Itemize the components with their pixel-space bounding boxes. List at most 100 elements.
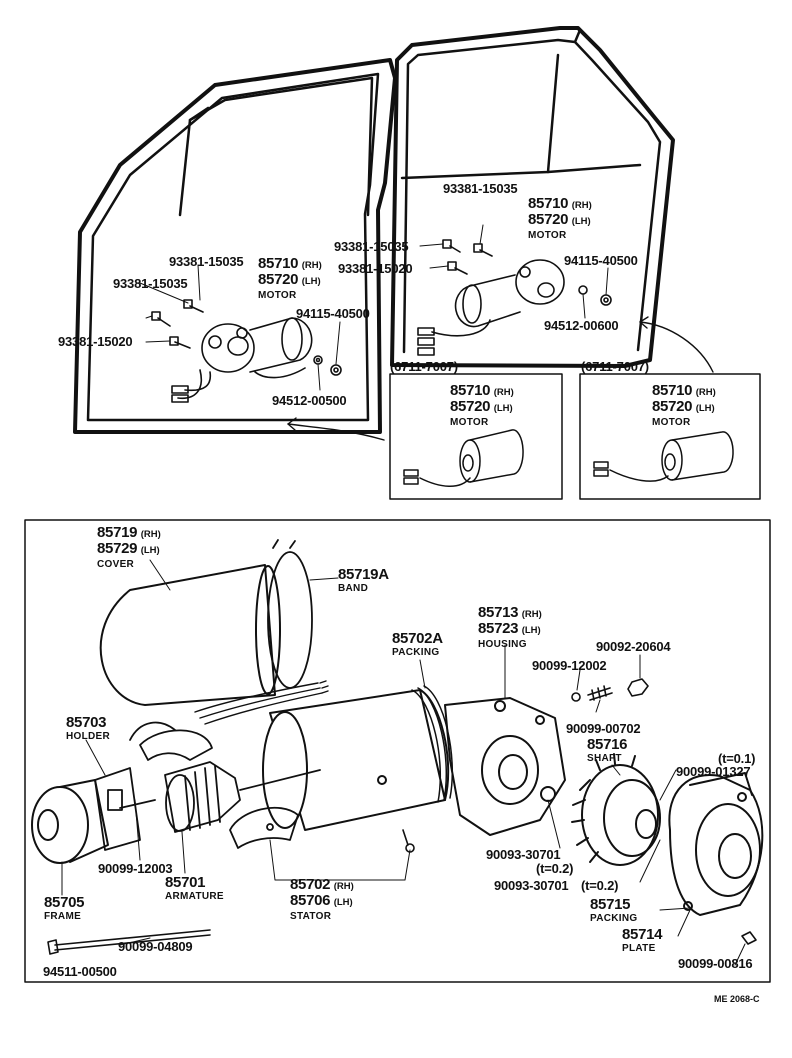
band-name: BAND	[338, 583, 369, 594]
inset-right-lh-tag: (LH)	[695, 403, 715, 414]
packing-a-label: 85702A PACKING	[392, 630, 443, 660]
band-num: 85719A	[338, 566, 389, 583]
stator-barrel	[262, 689, 450, 831]
stator-name: STATOR	[290, 911, 332, 922]
rear-washer-label: 94512-00600	[544, 318, 619, 333]
inset-arrows	[287, 316, 714, 441]
front-nut-label: 94115-40500	[296, 306, 370, 321]
inset-left-motor-label: 85710 (RH) 85720 (LH) MOTOR	[450, 382, 514, 430]
inset-right-rh-tag: (RH)	[695, 387, 716, 398]
inset-left-motor	[403, 429, 524, 487]
shaft-name: SHAFT	[587, 753, 622, 764]
frame-part	[31, 779, 109, 864]
frame-label: 85705 FRAME	[44, 894, 85, 924]
housing-rh-tag: (RH)	[521, 609, 542, 620]
plate-label: 85714 PLATE	[622, 927, 663, 956]
p90099c-label: 90099-01327	[676, 764, 751, 779]
shaft-num: 85716	[587, 736, 628, 753]
cover-rh-tag: (RH)	[140, 529, 161, 540]
band-label: 85719A BAND	[338, 566, 389, 596]
inset-left-rh: 85710	[450, 382, 491, 399]
inset-right-motor-label: 85710 (RH) 85720 (LH) MOTOR	[652, 382, 716, 430]
stator-lh-tag: (LH)	[333, 897, 353, 908]
front-motor	[171, 317, 313, 403]
holder-name: HOLDER	[66, 731, 111, 742]
inset-right-box	[579, 373, 761, 500]
stator-rh-tag: (RH)	[333, 881, 354, 892]
rear-motor-rh: 85710	[528, 195, 569, 212]
shaft-label: 85716 SHAFT	[587, 736, 628, 766]
gear-part	[571, 753, 661, 866]
stator-magnets	[139, 729, 299, 849]
cover-rh: 85719	[97, 524, 138, 541]
rear-motor	[417, 224, 612, 356]
inset-right-motor	[593, 431, 734, 482]
front-motor-rh: 85710	[258, 255, 299, 272]
p90099b-label: 90099-00702	[566, 721, 641, 736]
housing-rh: 85713	[478, 604, 519, 621]
p90093a-label: 90093-30701	[486, 847, 561, 862]
plate-name: PLATE	[622, 943, 656, 954]
frame-num: 85705	[44, 894, 85, 911]
housing-label: 85713 (RH) 85723 (LH) HOUSING	[478, 604, 542, 652]
front-motor-lh-tag: (LH)	[301, 276, 321, 287]
rear-motor-rh-tag: (RH)	[571, 200, 592, 211]
armature-num: 85701	[165, 874, 206, 891]
packing-b-label: 85715 PACKING	[590, 896, 637, 926]
p90099f-label: 90099-00816	[678, 956, 753, 971]
exploded-box	[24, 519, 771, 983]
cover-lh: 85729	[97, 540, 138, 557]
p94511-label: 94511-00500	[43, 964, 117, 979]
front-bolt-b-label: 93381-15035	[113, 276, 188, 291]
rear-bolt-c-label: 93381-15020	[338, 261, 413, 276]
inset-right-name: MOTOR	[652, 417, 691, 428]
cover-lh-tag: (LH)	[140, 545, 160, 556]
frame-name: FRAME	[44, 911, 82, 922]
holder-part	[94, 721, 176, 851]
front-bolt-c-label: 93381-15020	[58, 334, 133, 349]
front-door-frame	[73, 58, 397, 434]
packing-a-name: PACKING	[392, 647, 440, 658]
leader-lines	[61, 559, 746, 966]
inset-left-range: (6711-7007)	[390, 359, 458, 374]
front-washer-label: 94512-00500	[272, 393, 347, 408]
armature-label: 85701 ARMATURE	[165, 874, 224, 904]
cover-part	[99, 564, 281, 706]
rear-door-frame-inner	[400, 28, 662, 354]
front-motor-name: MOTOR	[258, 290, 297, 301]
packing-b-num: 85715	[590, 896, 631, 913]
front-motor-label: 85710 (RH) 85720 (LH) MOTOR	[258, 255, 322, 303]
front-bolts	[139, 264, 342, 391]
p90099e-label: 90099-04809	[118, 939, 193, 954]
inset-left-box	[389, 373, 563, 500]
inset-left-lh-tag: (LH)	[493, 403, 513, 414]
packing-a-num: 85702A	[392, 630, 443, 647]
wire-harness	[194, 680, 329, 725]
housing-lh-tag: (LH)	[521, 625, 541, 636]
t02b-label: (t=0.2)	[581, 878, 619, 893]
rear-nut-label: 94115-40500	[564, 253, 638, 268]
rear-bolt-a-label: 93381-15035	[443, 181, 518, 196]
rear-motor-lh: 85720	[528, 211, 569, 228]
inset-right-range: (6711-7007)	[581, 359, 649, 374]
front-door-frame-inner	[86, 72, 380, 422]
reference-code: ME 2068-C	[714, 994, 760, 1004]
stator-rh: 85702	[290, 876, 331, 893]
p90099a-label: 90099-12002	[532, 658, 607, 673]
inset-left-name: MOTOR	[450, 417, 489, 428]
t02a-label: (t=0.2)	[536, 861, 574, 876]
holder-num: 85703	[66, 714, 107, 731]
rear-door-frame	[390, 26, 675, 368]
inset-right-lh: 85720	[652, 398, 693, 415]
stator-lh: 85706	[290, 892, 331, 909]
front-bolt-a-label: 93381-15035	[169, 254, 244, 269]
armature-part	[119, 761, 321, 833]
inset-right-rh: 85710	[652, 382, 693, 399]
rear-bolt-b-label: 93381-15035	[334, 239, 409, 254]
plate-part	[668, 772, 764, 916]
inset-left-rh-tag: (RH)	[493, 387, 514, 398]
housing-lh: 85723	[478, 620, 519, 637]
p90099d-label: 90099-12003	[98, 861, 173, 876]
rear-motor-name: MOTOR	[528, 230, 567, 241]
